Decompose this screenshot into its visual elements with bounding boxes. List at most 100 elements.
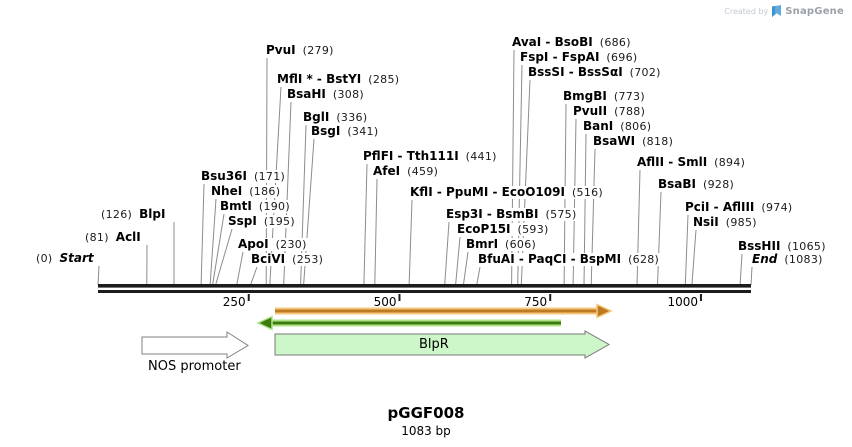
site-name: BssHII xyxy=(738,239,781,253)
leader-line xyxy=(657,191,662,286)
site-position: (81) xyxy=(85,231,109,244)
site-name: BsaWI xyxy=(593,134,636,148)
site-label-bcivi[interactable]: BciVI(253) xyxy=(250,253,325,266)
site-label-bsshii[interactable]: BssHII(1065) xyxy=(737,240,827,253)
site-name: EcoP15I xyxy=(457,222,511,236)
site-position: (230) xyxy=(275,238,307,251)
leader-line xyxy=(215,228,233,286)
site-name: End xyxy=(752,252,778,266)
site-position: (928) xyxy=(703,178,735,191)
site-label-pcii-afliii[interactable]: PciI - AflIII(974) xyxy=(684,201,794,214)
site-label-ecop15i[interactable]: EcoP15I (593) xyxy=(456,223,550,236)
site-name: BmrI xyxy=(466,237,499,251)
site-label-bsssi-bsss-i[interactable]: BssSI - BssSαI(702) xyxy=(527,66,662,79)
site-position: (0) xyxy=(36,252,53,265)
site-label-nsii[interactable]: NsiI(985) xyxy=(692,216,758,229)
site-label-bmti[interactable]: BmtI(190) xyxy=(219,200,291,213)
site-position: (308) xyxy=(332,88,364,101)
site-name: BglI xyxy=(303,110,330,124)
site-label-acli[interactable]: (81) AclI xyxy=(84,231,142,244)
site-label-bsahi[interactable]: BsaHI (308) xyxy=(286,88,365,101)
site-position: (516) xyxy=(571,186,604,199)
site-position: (441) xyxy=(465,150,497,163)
site-label-fspi-fspai[interactable]: FspI - FspAI (696) xyxy=(519,51,639,64)
site-position: (285) xyxy=(368,73,400,86)
site-name: PflFI - Tth111I xyxy=(363,149,459,163)
site-position: (696) xyxy=(606,51,638,64)
blpr-feature-arrow[interactable] xyxy=(274,330,611,359)
ruler-tick-label: 500 xyxy=(374,295,397,309)
site-label-bsawi[interactable]: BsaWI (818) xyxy=(592,134,675,148)
site-name: PvuII xyxy=(573,104,608,118)
site-label-bsu36i[interactable]: Bsu36I(171) xyxy=(200,170,287,183)
site-label-pvui[interactable]: PvuI(279) xyxy=(265,44,335,57)
leader-line xyxy=(363,163,368,286)
orf-reverse-arrow[interactable] xyxy=(256,315,561,331)
ruler-tick-label: 750 xyxy=(524,295,547,309)
site-name: BsaHI xyxy=(287,87,326,101)
site-label-bgli[interactable]: BglI(336) xyxy=(302,110,369,124)
created-by-text: Created by xyxy=(724,7,769,16)
site-label-start[interactable]: (0) Start xyxy=(35,252,95,265)
site-position: (126) xyxy=(101,208,133,221)
leader-line xyxy=(462,251,469,286)
plasmid-title: pGGF008 xyxy=(387,404,465,422)
site-label-bfuai-paqci-bspmi[interactable]: BfuAI - PaqCI - BspMI(628) xyxy=(477,252,661,266)
site-name: BsgI xyxy=(311,124,341,138)
site-label-mfli-bstyi[interactable]: MflI * - BstYI(285) xyxy=(276,73,401,86)
nos-promoter-arrow[interactable] xyxy=(141,331,249,359)
site-name: AfeI xyxy=(373,164,401,178)
site-label-afei[interactable]: AfeI (459) xyxy=(372,164,440,178)
leader-line xyxy=(476,266,481,286)
site-position: (788) xyxy=(614,105,646,118)
leader-line xyxy=(209,198,217,286)
leader-line xyxy=(444,221,450,286)
site-position: (773) xyxy=(613,90,645,103)
site-name: AclI xyxy=(115,230,141,244)
site-label-pvuii[interactable]: PvuII (788) xyxy=(572,104,647,118)
leader-line xyxy=(212,213,225,286)
leader-line xyxy=(684,214,689,286)
site-name: FspI - FspAI xyxy=(520,50,600,64)
site-label-blpi[interactable]: (126)BlpI xyxy=(100,208,167,221)
site-name: BssSI - BssSαI xyxy=(528,65,623,79)
site-label-bmgbi[interactable]: BmgBI(773) xyxy=(562,90,646,103)
leader-line xyxy=(636,169,641,286)
site-position: (186) xyxy=(249,185,281,198)
site-label-bmri[interactable]: BmrI(606) xyxy=(465,237,538,251)
leader-line xyxy=(691,229,697,286)
site-position: (818) xyxy=(642,135,674,148)
site-name: Esp3I - BsmBI xyxy=(446,207,539,221)
site-label-avai-bsobi[interactable]: AvaI - BsoBI(686) xyxy=(511,36,632,49)
leader-line xyxy=(374,178,378,286)
site-name: BmtI xyxy=(220,199,252,213)
site-label-sspi[interactable]: SspI(195) xyxy=(227,215,296,228)
site-name: PvuI xyxy=(266,43,296,57)
site-label-pflfi-tth111i[interactable]: PflFI - Tth111I (441) xyxy=(362,150,498,163)
site-name: BfuAI - PaqCI - BspMI xyxy=(478,252,622,266)
site-position: (894) xyxy=(714,156,746,169)
site-label-nhei[interactable]: NheI(186) xyxy=(210,185,282,198)
site-name: BsaBI xyxy=(658,177,696,191)
ruler-tick-label: 1000 xyxy=(667,295,698,309)
orf-forward-arrow[interactable] xyxy=(275,303,613,319)
site-name: Start xyxy=(59,251,94,265)
site-label-aflii-smli[interactable]: AflII - SmlI (894) xyxy=(636,155,747,169)
site-label-bsabi[interactable]: BsaBI (928) xyxy=(657,177,736,191)
leader-line xyxy=(236,251,244,286)
site-name: AflII - SmlI xyxy=(637,155,708,169)
site-label-kfli-ppumi-ecoo109i[interactable]: KflI - PpuMI - EcoO109I(516) xyxy=(409,186,605,199)
site-name: NsiI xyxy=(693,215,719,229)
site-label-bsgi[interactable]: BsgI(341) xyxy=(310,124,380,138)
site-position: (593) xyxy=(517,223,549,236)
site-position: (686) xyxy=(599,36,631,49)
site-label-esp3i-bsmbi[interactable]: Esp3I - BsmBI(575) xyxy=(445,208,578,221)
site-position: (459) xyxy=(407,165,439,178)
site-name: ApoI xyxy=(238,237,269,251)
site-label-apoi[interactable]: ApoI (230) xyxy=(237,238,308,251)
leader-line xyxy=(750,266,753,286)
site-label-bani[interactable]: BanI(806) xyxy=(582,120,653,133)
site-label-end[interactable]: End(1083) xyxy=(751,253,824,266)
snapgene-watermark: Created by SnapGene xyxy=(724,5,844,18)
snapgene-brand-text: SnapGene xyxy=(785,6,844,17)
